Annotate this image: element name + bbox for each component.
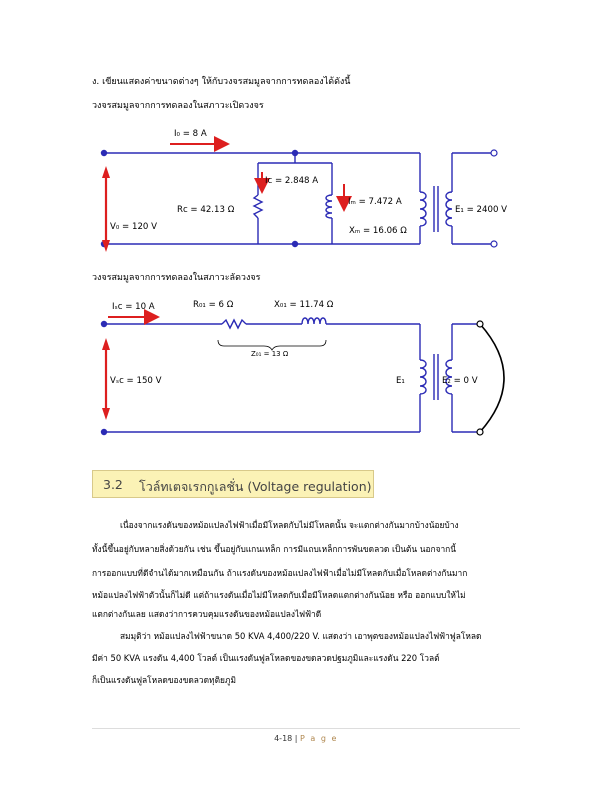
e1-label: E₁ = 2400 V — [455, 205, 507, 215]
paragraph1-line3: การออกแบบที่ดีจำนได้มากเหมือนกัน ถ้าแรงด… — [92, 568, 468, 578]
ic-label: Iᴄ = 2.848 A — [265, 176, 318, 186]
z01-label: Z₀₁ = 13 Ω — [251, 350, 289, 358]
paragraph2-line1: สมมุติว่า หม้อแปลงไฟฟ้าขนาด 50 KVA 4,400… — [120, 631, 482, 641]
footer-separator: | — [294, 734, 298, 743]
section-number: 3.2 — [103, 477, 123, 492]
paragraph2-line3: ก็เป็นแรงดันฟูลโหลดของขดลวดทุติยภูมิ — [92, 675, 236, 685]
footer-rule — [92, 728, 520, 729]
short-circuit-heading: วงจรสมมูลจากการทดลองในสภาวะลัดวงจร — [92, 273, 261, 283]
rc-label: Rᴄ = 42.13 Ω — [177, 205, 235, 215]
xm-label: Xₘ = 16.06 Ω — [349, 226, 407, 236]
paragraph2-line2: มีค่า 50 KVA แรงดัน 4,400 โวลต์ เป็นแรงด… — [92, 653, 440, 663]
isc-label: Iₛᴄ = 10 A — [112, 302, 155, 312]
im-label: Iₘ = 7.472 A — [348, 197, 402, 207]
open-circuit-heading: วงจรสมมูลจากการทดลองในสภาวะเปิดวงจร — [92, 101, 264, 111]
paragraph1-line1: เนื่องจากแรงดันของหม้อแปลงไฟฟ้าเมื่อมีโห… — [120, 520, 459, 530]
e1-sc-label: E₁ — [396, 376, 405, 386]
io-label: I₀ = 8 A — [174, 129, 207, 139]
vsc-label: Vₛᴄ = 150 V — [110, 376, 162, 386]
vo-label: V₀ = 120 V — [110, 222, 157, 232]
r01-label: R₀₁ = 6 Ω — [193, 300, 234, 310]
page-number: 4-18 — [274, 734, 293, 743]
page-footer: 4-18 | P a g e — [0, 734, 612, 743]
x01-label: X₀₁ = 11.74 Ω — [274, 300, 334, 310]
section-heading: 3.2 โวล์ทเตจเรกกูเลชั่น (Voltage regulat… — [92, 470, 374, 498]
paragraph1-line5: แตกต่างกันเลย แสดงว่าการควบคุมแรงดันของห… — [92, 609, 322, 619]
paragraph1-line2: ทั้งนี้ขึ้นอยู่กับหลายสิ่งด้วยกัน เช่น ข… — [92, 544, 456, 554]
question-line: ง. เขียนแสดงค่าขนาดต่างๆ ให้กับวงจรสมมูล… — [92, 77, 351, 87]
section-title: โวล์ทเตจเรกกูเลชั่น (Voltage regulation) — [139, 479, 372, 494]
paragraph1-line4: หม้อแปลงไฟฟ้าตัวนั้นก็ไม่ดี แต่ถ้าแรงดัน… — [92, 590, 466, 600]
page-label: P a g e — [300, 734, 338, 743]
e2-label: E₂ = 0 V — [442, 376, 478, 386]
